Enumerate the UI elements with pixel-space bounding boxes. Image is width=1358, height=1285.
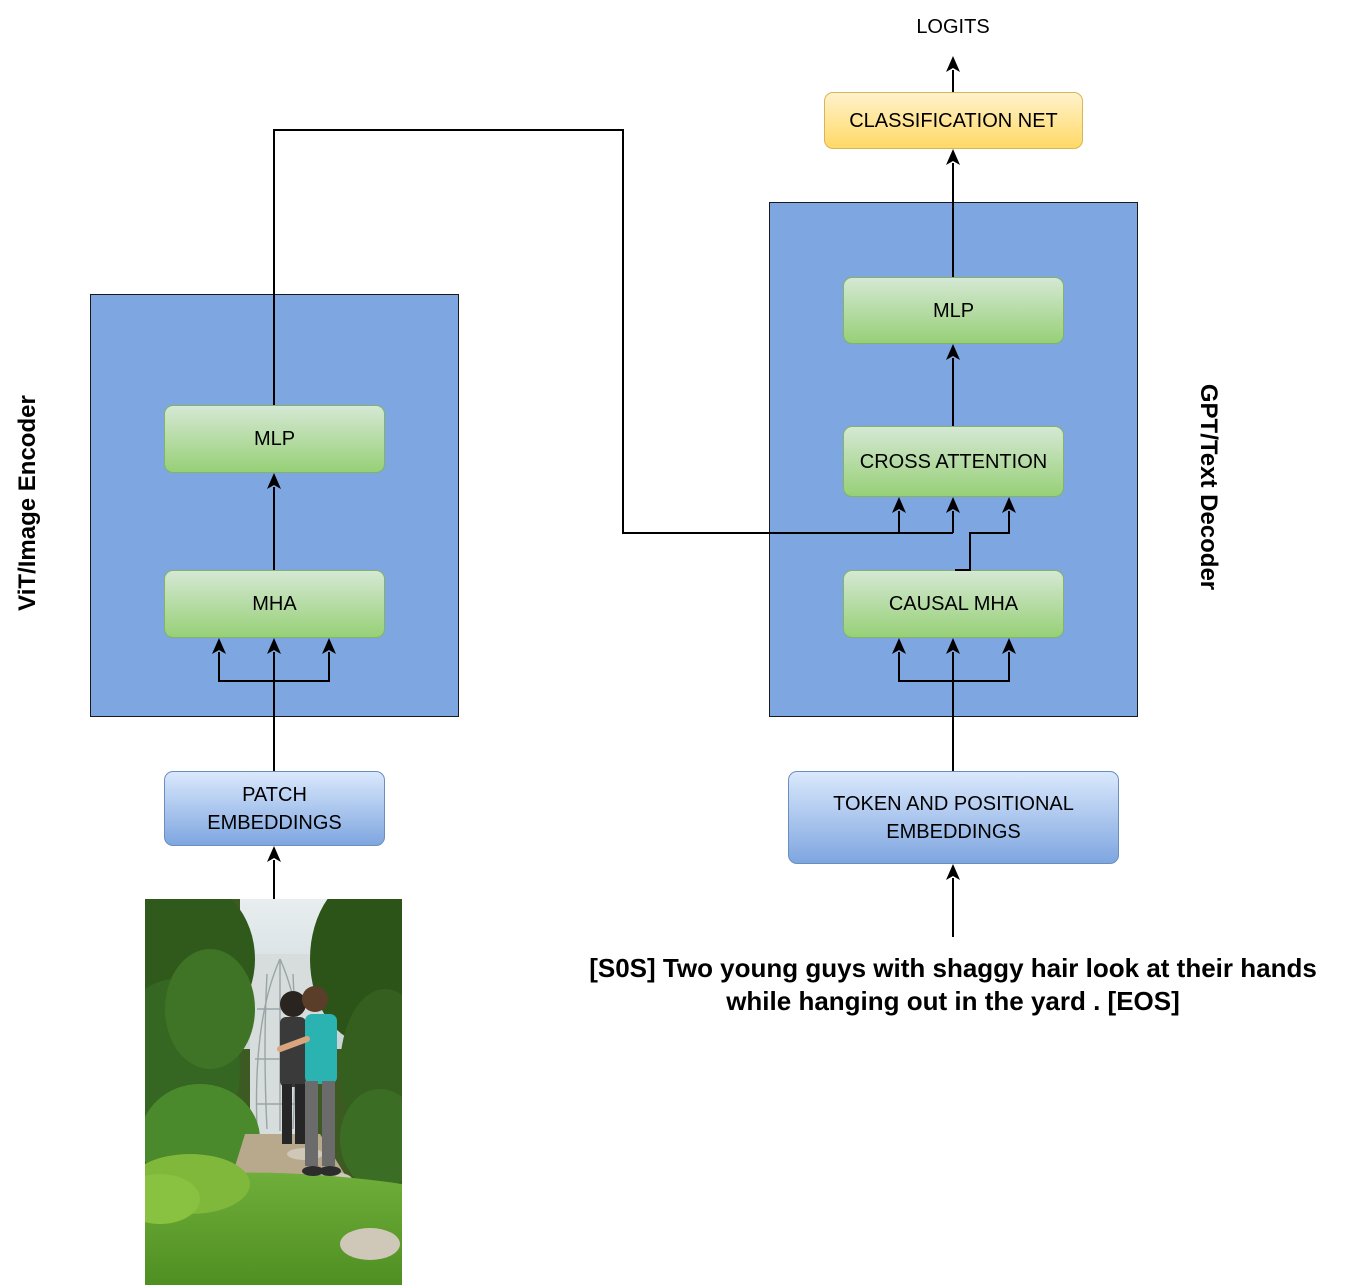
connector-causal-to-cross bbox=[955, 511, 1010, 571]
connector-token-to-causal-sides bbox=[898, 652, 1010, 682]
classification-net-block: CLASSIFICATION NET bbox=[824, 92, 1083, 149]
encoder-mha-block: MHA bbox=[164, 570, 385, 638]
patch-embeddings-block: PATCH EMBEDDINGS bbox=[164, 771, 385, 846]
patch-embeddings-line-2: EMBEDDINGS bbox=[207, 811, 342, 834]
token-embeddings-line-1: TOKEN AND POSITIONAL bbox=[833, 792, 1074, 815]
input-caption: [S0S] Two young guys with shaggy hair lo… bbox=[548, 952, 1358, 1018]
patch-embeddings-text: PATCH EMBEDDINGS bbox=[207, 781, 341, 837]
input-caption-line-1: [S0S] Two young guys with shaggy hair lo… bbox=[589, 953, 1317, 983]
arrowhead-mha-right bbox=[322, 638, 336, 654]
arrowhead-causal-center bbox=[946, 638, 960, 654]
arrowhead-causal-right bbox=[1002, 638, 1016, 654]
arrowhead-decoder-mlp bbox=[946, 344, 960, 360]
patch-embeddings-line-1: PATCH bbox=[242, 783, 307, 806]
encoder-mlp-label: MLP bbox=[253, 428, 296, 450]
arrowhead-token-embeddings bbox=[946, 864, 960, 880]
decoder-mlp-label: MLP bbox=[932, 299, 975, 322]
encoder-mlp-block: MLP bbox=[164, 405, 385, 473]
arrowhead-mha-left bbox=[212, 638, 226, 654]
arrowhead-cross-left bbox=[892, 497, 906, 513]
causal-mha-label: CAUSAL MHA bbox=[888, 593, 1019, 615]
input-image-illustration bbox=[145, 899, 402, 1285]
arrowhead-causal-left bbox=[892, 638, 906, 654]
cross-attention-label: CROSS ATTENTION bbox=[859, 450, 1048, 473]
arrowhead-encoder-mlp bbox=[267, 473, 281, 489]
arrowhead-classification bbox=[946, 149, 960, 165]
input-image bbox=[145, 899, 402, 1285]
token-embeddings-text: TOKEN AND POSITIONAL EMBEDDINGS bbox=[833, 790, 1074, 846]
input-caption-line-2: while hanging out in the yard . [EOS] bbox=[726, 986, 1180, 1016]
connector-encoder-to-cross-attention bbox=[273, 129, 953, 534]
arrowhead-patch-embeddings bbox=[267, 846, 281, 862]
arrowhead-cross-center bbox=[946, 497, 960, 513]
arrowhead-cross-right bbox=[1002, 497, 1016, 513]
arrowhead-mha-center bbox=[267, 638, 281, 654]
cross-attention-block: CROSS ATTENTION bbox=[843, 426, 1064, 497]
token-positional-embeddings-block: TOKEN AND POSITIONAL EMBEDDINGS bbox=[788, 771, 1119, 864]
encoder-mha-label: MHA bbox=[252, 593, 297, 615]
connector-patch-to-mha-sides bbox=[218, 652, 330, 682]
logits-label: LOGITS bbox=[916, 16, 990, 38]
arrowhead-logits bbox=[946, 56, 960, 72]
classification-net-label: CLASSIFICATION NET bbox=[849, 109, 1058, 132]
token-embeddings-line-2: EMBEDDINGS bbox=[886, 820, 1021, 843]
decoder-mlp-block: MLP bbox=[843, 277, 1064, 344]
causal-mha-block: CAUSAL MHA bbox=[843, 570, 1064, 638]
